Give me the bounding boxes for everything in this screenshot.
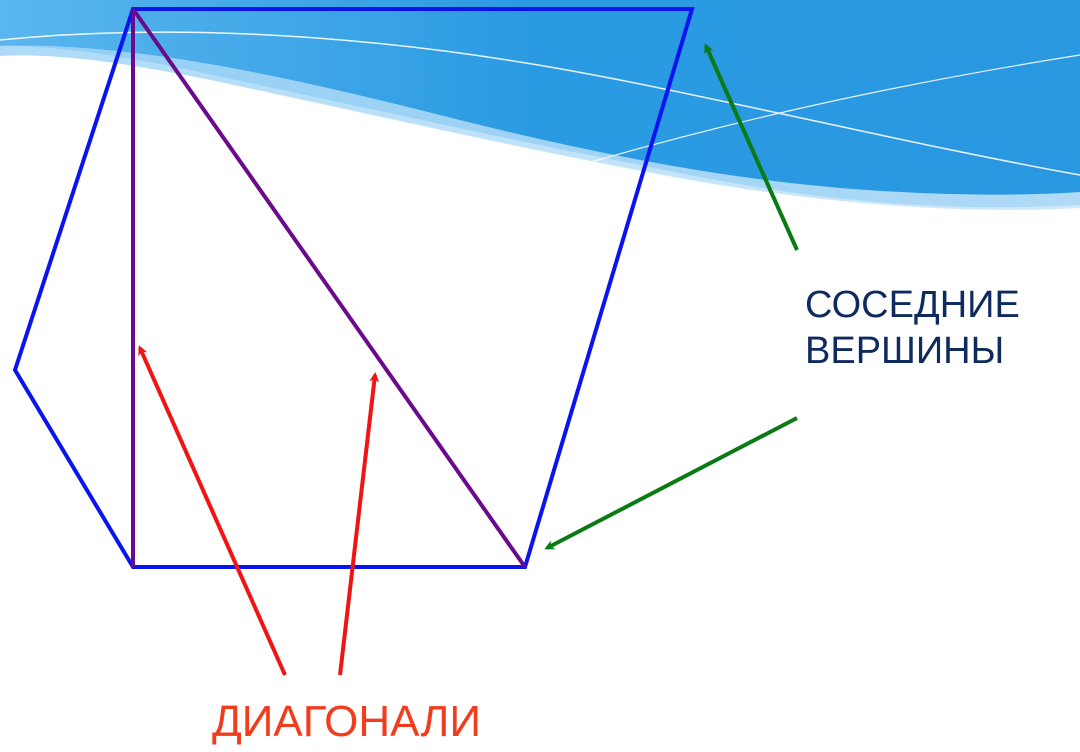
green-arrow-top [704, 43, 799, 251]
red-arrow-right [338, 372, 380, 676]
green-arrows [544, 43, 799, 550]
neighbor-vertices-line1: СОСЕДНИЕ [805, 284, 1020, 326]
diagonal-slanted [131, 7, 527, 569]
red-arrow-left [138, 345, 287, 676]
neighbor-vertices-label: СОСЕДНИЕ ВЕРШИНЫ [805, 282, 1020, 374]
red-arrows [138, 345, 380, 676]
green-arrow-bottom [544, 416, 798, 550]
neighbor-vertices-line2: ВЕРШИНЫ [805, 330, 1005, 372]
diagonals-label: ДИАГОНАЛИ [212, 697, 481, 746]
hexagon-polygon [12, 7, 695, 569]
header-wave [0, 0, 1080, 210]
